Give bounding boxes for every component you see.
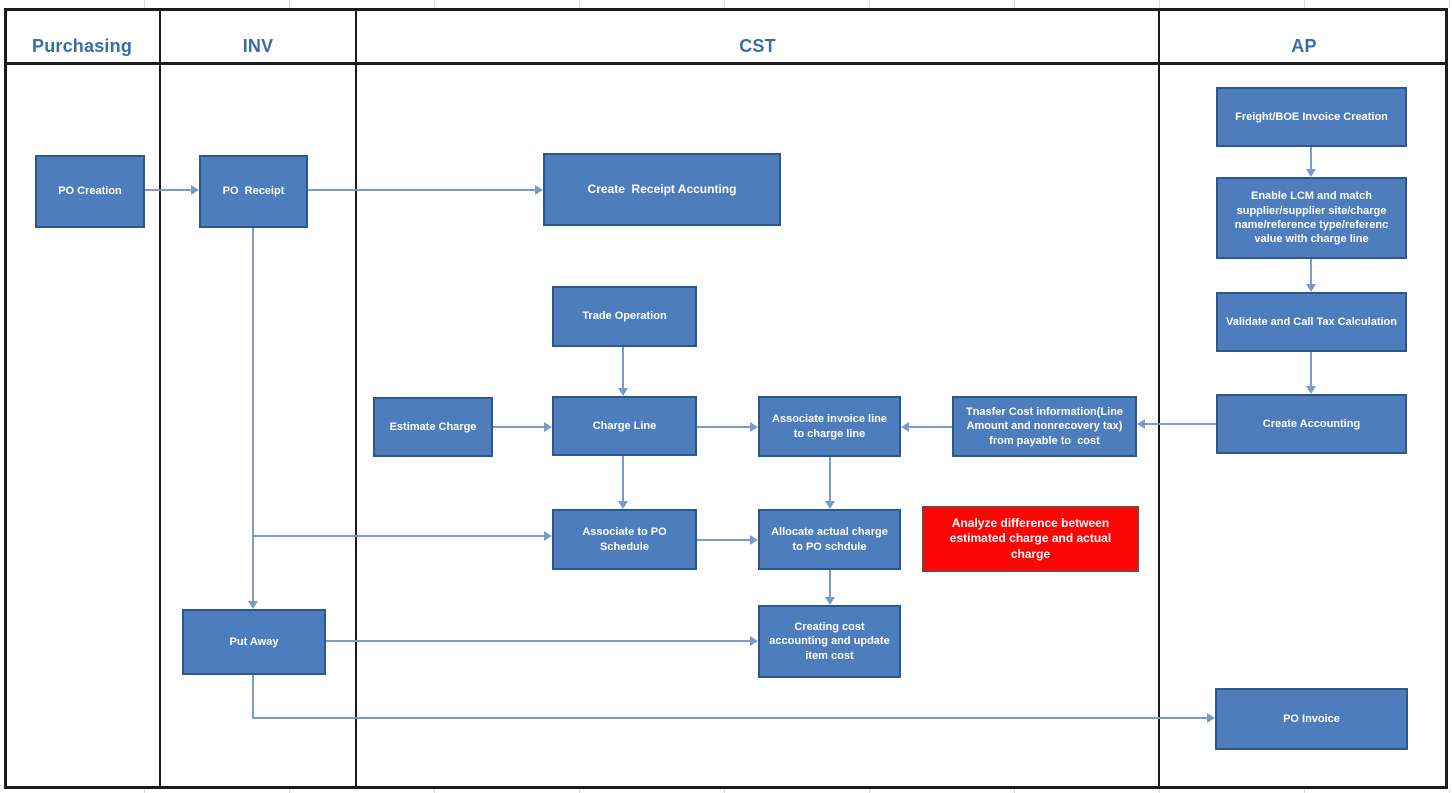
node-po-invoice: PO Invoice <box>1215 688 1408 750</box>
arrowhead-into-put-away <box>248 601 258 609</box>
node-po-invoice-label: PO Invoice <box>1283 712 1340 725</box>
node-charge-line: Charge Line <box>552 396 697 456</box>
node-associate-po-schedule-label: Associate to PO Schedule <box>582 526 670 553</box>
node-enable-lcm-label: Enable LCM and match supplier/supplier s… <box>1234 190 1392 246</box>
connector-transfer-cost-to-associate-invoice-line <box>909 426 952 428</box>
node-estimate-charge: Estimate Charge <box>373 397 493 457</box>
node-associate-invoice-line-label: Associate invoice line to charge line <box>772 413 891 440</box>
lane-divider-cst-ap <box>1158 8 1160 787</box>
arrowhead-into-po-receipt <box>191 185 199 195</box>
arrowhead-into-create-accounting <box>1306 386 1316 394</box>
connector-po-creation-to-po-receipt <box>145 189 191 191</box>
node-po-creation: PO Creation <box>35 155 145 228</box>
node-freight-boe-invoice-label: Freight/BOE Invoice Creation <box>1235 110 1388 123</box>
node-create-receipt-accounting: Create Receipt Accunting <box>543 153 781 226</box>
connector-po-receipt-to-create-receipt-accounting <box>308 189 535 191</box>
connector-charge-line-to-associate-po-schedule <box>622 456 624 501</box>
lane-divider-inv-cst <box>355 8 357 787</box>
connector-freight-boe-to-enable-lcm <box>1310 147 1312 169</box>
arrowhead-into-charge-line-top <box>618 388 628 396</box>
node-po-receipt-label: PO Receipt <box>222 185 285 198</box>
node-create-receipt-accounting-label: Create Receipt Accunting <box>587 181 737 196</box>
node-allocate-actual-charge: Allocate actual charge to PO schdule <box>758 509 901 570</box>
arrowhead-into-allocate-actual-charge-left <box>750 535 758 545</box>
node-associate-po-schedule: Associate to PO Schedule <box>552 509 697 570</box>
diagram-border <box>4 8 1448 789</box>
node-transfer-cost: Tnasfer Cost information(Line Amount and… <box>952 396 1137 457</box>
connector-put-away-to-creating-cost-accounting <box>326 640 750 642</box>
arrowhead-into-associate-po-schedule <box>544 531 552 541</box>
arrowhead-into-associate-invoice-line <box>750 422 758 432</box>
node-validate-tax: Validate and Call Tax Calculation <box>1216 292 1407 352</box>
arrowhead-into-charge-line-left <box>544 422 552 432</box>
header-separator-line <box>5 62 1448 65</box>
connector-po-receipt-to-put-away <box>252 228 254 601</box>
arrowhead-into-allocate-actual-charge-top <box>825 501 835 509</box>
connector-put-away-to-po-invoice-vertical <box>252 675 254 719</box>
node-transfer-cost-label: Tnasfer Cost information(Line Amount and… <box>965 406 1126 447</box>
arrowhead-into-validate-tax <box>1306 284 1316 292</box>
node-create-accounting: Create Accounting <box>1216 394 1407 454</box>
node-put-away-label: Put Away <box>229 635 279 648</box>
node-analyze-difference-label: Analyze difference between estimated cha… <box>949 515 1115 561</box>
node-creating-cost-accounting-label: Creating cost accounting and update item… <box>769 621 893 662</box>
connector-create-accounting-to-transfer-cost <box>1145 423 1216 425</box>
node-enable-lcm: Enable LCM and match supplier/supplier s… <box>1216 177 1407 259</box>
arrowhead-into-associate-po-schedule-top <box>618 501 628 509</box>
lane-header-ap: AP <box>1291 36 1317 56</box>
node-creating-cost-accounting: Creating cost accounting and update item… <box>758 605 901 678</box>
arrowhead-into-creating-cost-accounting-top <box>825 597 835 605</box>
lane-header-inv: INV <box>242 36 274 56</box>
node-trade-operation-label: Trade Operation <box>582 310 667 323</box>
connector-po-receipt-to-associate-po-schedule <box>253 535 544 537</box>
lane-divider-purchasing-inv <box>159 8 161 787</box>
node-put-away: Put Away <box>182 609 326 675</box>
arrowhead-into-create-receipt-accounting <box>535 185 543 195</box>
node-estimate-charge-label: Estimate Charge <box>389 420 477 433</box>
connector-allocate-actual-charge-to-creating-cost-accounting <box>829 570 831 597</box>
connector-trade-operation-to-charge-line <box>622 347 624 388</box>
arrowhead-into-enable-lcm <box>1306 169 1316 177</box>
connector-associate-po-schedule-to-allocate-actual-charge <box>697 539 750 541</box>
arrowhead-into-creating-cost-accounting-left <box>750 636 758 646</box>
arrowhead-into-po-invoice <box>1207 713 1215 723</box>
connector-associate-invoice-line-to-allocate-actual-charge <box>829 457 831 501</box>
lane-header-purchasing: Purchasing <box>31 36 133 56</box>
gridline-ticks-bottom <box>0 789 1452 793</box>
connector-validate-tax-to-create-accounting <box>1310 352 1312 386</box>
connector-enable-lcm-to-validate-tax <box>1310 259 1312 284</box>
node-allocate-actual-charge-label: Allocate actual charge to PO schdule <box>771 526 891 553</box>
node-create-accounting-label: Create Accounting <box>1262 417 1361 430</box>
node-charge-line-label: Charge Line <box>592 419 657 432</box>
node-validate-tax-label: Validate and Call Tax Calculation <box>1226 315 1397 328</box>
node-po-creation-label: PO Creation <box>58 185 122 198</box>
node-associate-invoice-line: Associate invoice line to charge line <box>758 396 901 457</box>
gridline-ticks-top <box>0 0 1452 8</box>
connector-charge-line-to-associate-invoice-line <box>697 426 750 428</box>
arrowhead-into-transfer-cost <box>1137 419 1145 429</box>
node-analyze-difference: Analyze difference between estimated cha… <box>922 506 1139 572</box>
connector-put-away-to-po-invoice-horizontal <box>252 717 1207 719</box>
arrowhead-into-associate-invoice-line-right <box>901 422 909 432</box>
connector-estimate-charge-to-charge-line <box>493 426 544 428</box>
node-freight-boe-invoice: Freight/BOE Invoice Creation <box>1216 87 1407 147</box>
node-trade-operation: Trade Operation <box>552 286 697 347</box>
lane-header-cst: CST <box>739 36 776 56</box>
node-po-receipt: PO Receipt <box>199 155 308 228</box>
